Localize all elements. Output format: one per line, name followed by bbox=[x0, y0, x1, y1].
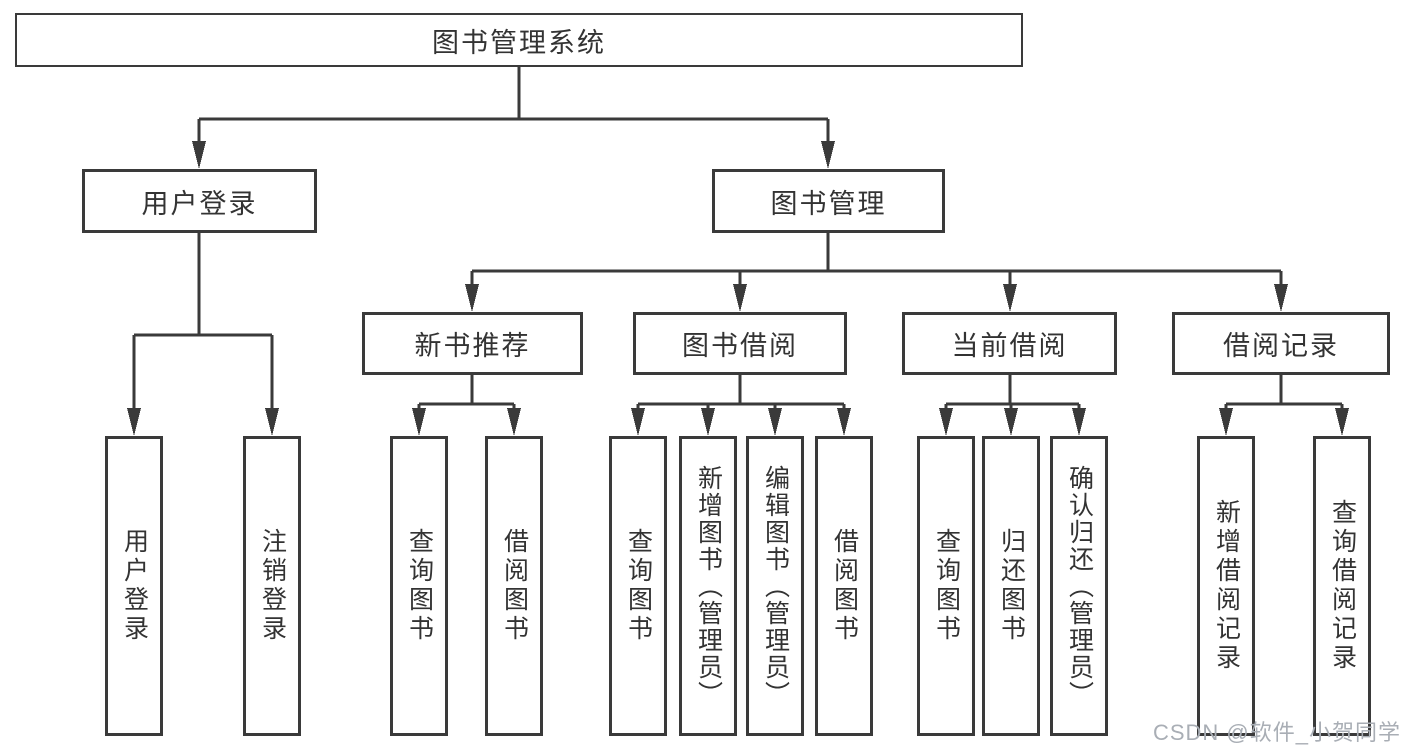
connector-book-management-to-level3 bbox=[465, 233, 1288, 312]
leaf-confirm-return-admin: 确认归还（管理员） bbox=[1050, 436, 1108, 736]
leaf-edit-books-admin: 编辑图书（管理员） bbox=[746, 436, 804, 736]
leaf-add-books-admin: 新增图书（管理员） bbox=[679, 436, 737, 736]
leaf-logout: 注销登录 bbox=[243, 436, 301, 736]
leaf-add-borrow-record: 新增借阅记录 bbox=[1197, 436, 1255, 736]
node-user-login: 用户登录 bbox=[82, 169, 317, 233]
node-book-management: 图书管理 bbox=[712, 169, 945, 233]
leaf-query-books-borrowing: 查询图书 bbox=[609, 436, 667, 736]
node-borrowing-records: 借阅记录 bbox=[1172, 312, 1390, 375]
connector-book-borrowing-to-leaves bbox=[631, 375, 851, 436]
leaf-query-borrow-record: 查询借阅记录 bbox=[1313, 436, 1371, 736]
node-new-book-recommend: 新书推荐 bbox=[362, 312, 583, 375]
connector-current-borrowing-to-leaves bbox=[939, 375, 1086, 436]
leaf-borrow-books-recommend: 借阅图书 bbox=[485, 436, 543, 736]
leaf-query-books-recommend: 查询图书 bbox=[390, 436, 448, 736]
leaf-user-login: 用户登录 bbox=[105, 436, 163, 736]
connector-user-login-to-leaves bbox=[127, 233, 279, 436]
watermark-text: CSDN @软件_小贺同学 bbox=[1152, 720, 1401, 745]
leaf-borrow-books-borrowing: 借阅图书 bbox=[815, 436, 873, 736]
leaf-return-books: 归还图书 bbox=[982, 436, 1040, 736]
connector-root-to-level2 bbox=[192, 67, 835, 169]
connector-new-book-recommend-to-leaves bbox=[412, 375, 521, 436]
node-root: 图书管理系统 bbox=[15, 13, 1023, 67]
connector-borrowing-records-to-leaves bbox=[1219, 375, 1349, 436]
leaf-query-books-current: 查询图书 bbox=[917, 436, 975, 736]
node-book-borrowing: 图书借阅 bbox=[633, 312, 847, 375]
node-current-borrowing: 当前借阅 bbox=[902, 312, 1117, 375]
